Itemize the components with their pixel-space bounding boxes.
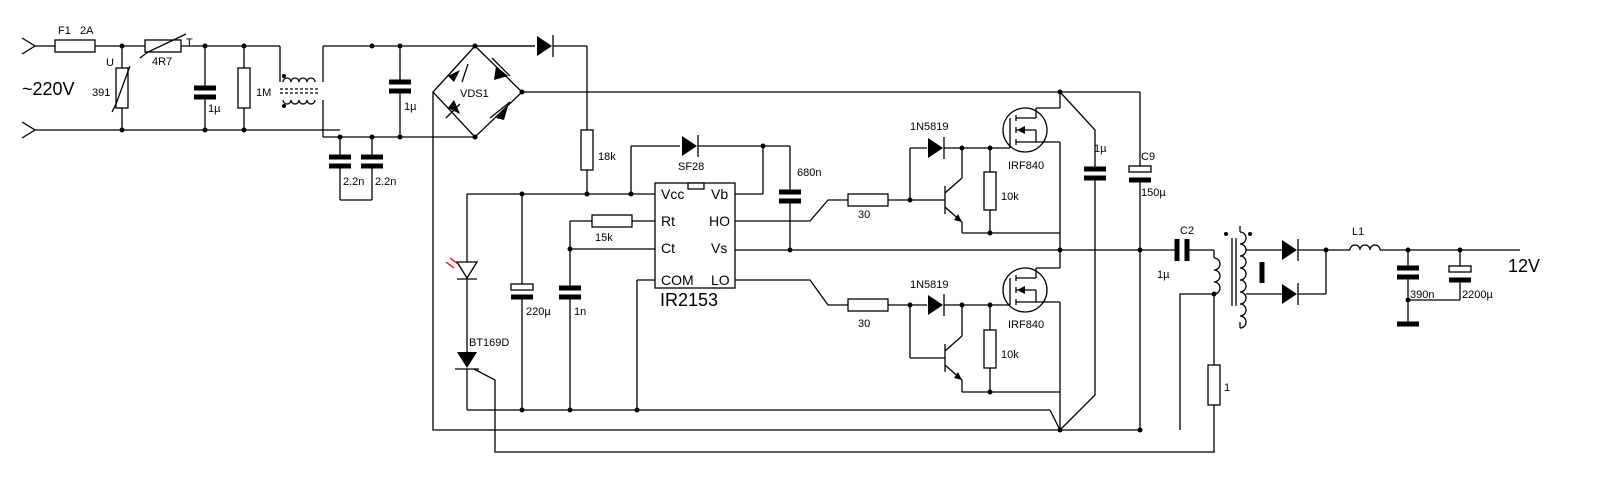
hv-negative-rail [432,92,1140,431]
ac-rails [323,43,535,140]
bleeder-resistor [237,46,251,133]
half-bridge-capacitor [1059,91,1106,431]
ct-cap-value: 1n [574,306,586,318]
start-resistor-value: 18k [598,151,616,163]
bleeder-value: 1M [256,87,271,99]
schottky-2-ref: 1N5819 [910,279,949,291]
ic-pin-lo: LO [711,272,730,288]
c2-capacitor [1174,239,1214,261]
bridge-rectifier [432,43,525,140]
low-side-drive [735,279,1060,395]
y-cap2-value: 2.2n [375,176,396,188]
varistor-mark: U [106,57,114,69]
thyristor-ref: BT169D [469,337,509,349]
ic-pin-com: COM [661,272,694,288]
ic-ir2153 [654,182,736,289]
output-el-cap-value: 2200µ [1462,289,1493,301]
mid-cap-value: 1µ [404,101,417,113]
vcc-capacitor [510,194,534,413]
c9-capacitor [1128,92,1152,430]
fuse-value: 2A [80,25,94,37]
sense-resistor [1207,364,1221,452]
schottky-1-ref: 1N5819 [910,121,949,133]
ic-pin-ct: Ct [661,240,675,256]
fuse-ref: F1 [58,25,71,37]
vcc-cap-value: 220µ [526,306,551,318]
input-capacitor [194,46,216,133]
half-cap-value: 1µ [1094,143,1107,155]
res-gs-2-value: 10k [1001,349,1019,361]
res-gs-1-value: 10k [1001,191,1019,203]
input-terminals [21,37,340,139]
output-capacitors [1397,250,1472,327]
mosfet-1-ref: IRF840 [1008,160,1044,172]
ic-pin-vcc: Vcc [661,186,684,202]
mosfet-2-ref: IRF840 [1008,319,1044,331]
high-side-drive [735,137,1060,236]
varistor-value: 391 [92,87,110,99]
vcc-node [467,145,680,197]
input-cap-value: 1µ [208,103,221,115]
c9-value: 150µ [1141,187,1166,199]
bootstrap-diode [682,135,790,195]
rt-resistor-value: 15k [595,232,613,244]
inductor-ref: L1 [1352,226,1364,238]
y-capacitors [329,137,383,201]
y-cap1-value: 2.2n [343,176,364,188]
vs-node [735,247,1175,253]
c9-ref: C9 [1141,151,1155,163]
fuse-f1 [54,39,145,53]
bootstrap-diode-ref: SF28 [678,161,704,173]
ic-pin-ho: HO [709,213,730,229]
varistor [111,46,131,133]
thyristor [455,352,1215,453]
power-transformer [1179,226,1265,430]
led-indicator [445,194,479,352]
c2-ref: C2 [1180,225,1194,237]
supply-diode [475,35,594,197]
bridge-ref: VDS1 [460,88,489,100]
thermistor-mark: T [186,37,193,49]
ic-pin-vb: Vb [711,186,728,202]
gate-res-1-value: 30 [858,209,870,221]
bootstrap-capacitor [779,146,801,253]
input-voltage-label: ~220V [22,79,75,99]
mid-capacitor [389,46,411,137]
ic-pin-vs: Vs [711,240,727,256]
mosfet-low [1002,250,1061,430]
mosfet-high [1002,92,1061,250]
bootstrap-cap-value: 680n [797,167,821,179]
output-cap-value: 390n [1410,289,1434,301]
c2-value: 1µ [1157,269,1170,281]
common-mode-choke [279,46,324,137]
gate-res-2-value: 30 [858,318,870,330]
output-inductor [1349,244,1520,253]
thermistor-value: 4R7 [152,56,172,68]
thermistor [139,33,280,59]
sense-res-value: 1 [1224,382,1230,394]
ic-name: IR2153 [660,290,718,310]
ic-pin-rt: Rt [661,213,675,229]
com-ground [467,279,1061,431]
output-voltage-label: 12V [1508,256,1540,276]
output-rectifier [1246,239,1350,305]
